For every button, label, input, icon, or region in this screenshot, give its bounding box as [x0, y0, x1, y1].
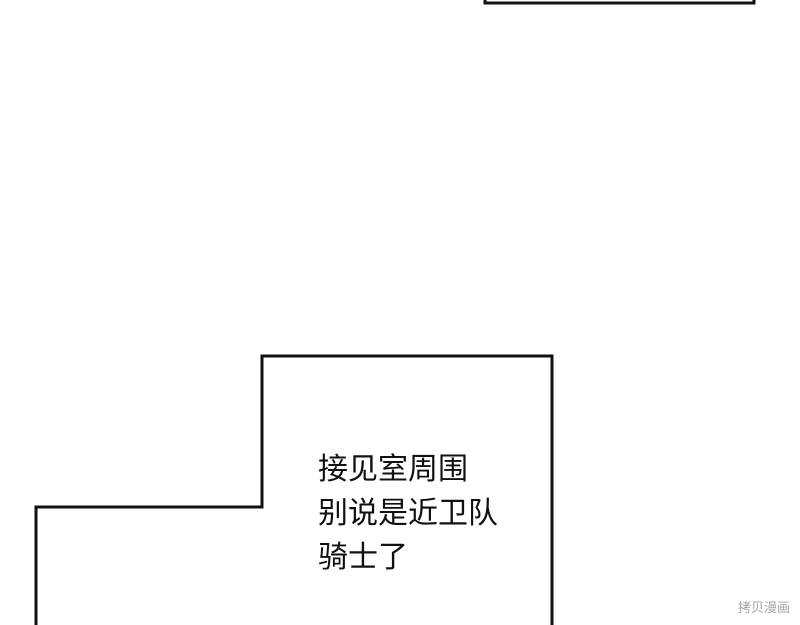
watermark-text: 拷贝漫画	[737, 601, 790, 616]
top-panel-border	[483, 0, 756, 5]
caption-line-3: 骑士了	[318, 540, 408, 575]
speech-caption: 接见室周围 别说是近卫队 骑士了	[318, 448, 540, 580]
caption-line-1: 接见室周围	[318, 452, 468, 487]
speech-panel-border	[34, 354, 554, 625]
caption-line-2: 别说是近卫队	[318, 496, 498, 531]
